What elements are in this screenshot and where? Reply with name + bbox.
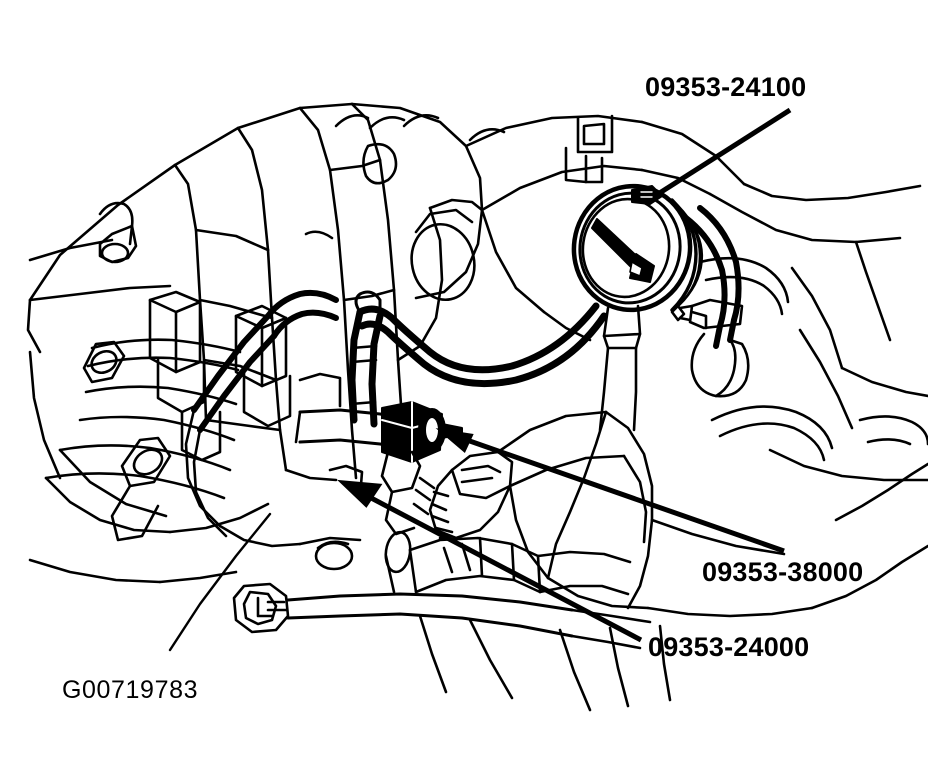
arrowhead-38000 [435,428,474,454]
leader-line-24100 [656,107,792,197]
leader-line-24000 [354,487,643,643]
callout-label-09353-38000: 09353-38000 [702,557,864,587]
leader-line-38000 [443,429,785,554]
figure-id-caption: G00719783 [62,676,199,704]
arrowhead-24000 [337,479,383,508]
callout-label-09353-24000: 09353-24000 [648,632,810,662]
callout-label-09353-24100: 09353-24100 [645,72,807,102]
